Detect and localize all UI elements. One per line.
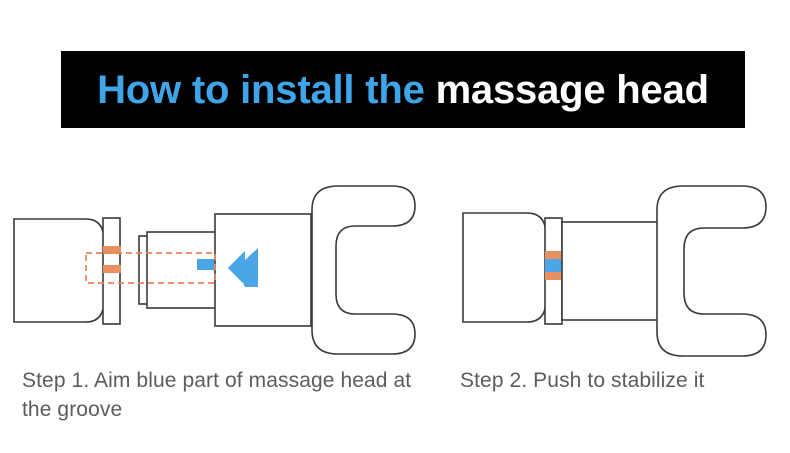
step1-orange-stripe-bottom: [103, 265, 121, 273]
step-2-caption: Step 2. Push to stabilize it: [460, 369, 705, 392]
title-part-white: massage head: [435, 67, 710, 112]
step1-fork-head: [311, 185, 416, 355]
step1-device-body: [13, 218, 105, 323]
title-banner: How to install the massage head: [61, 51, 745, 128]
step-1-caption: Step 1. Aim blue part of massage head at…: [22, 369, 412, 421]
step2-orange-stripe-top: [545, 251, 563, 259]
page-title: How to install the massage head: [97, 70, 709, 110]
installation-diagram: [13, 185, 767, 357]
step1-alignment-dashed-box: [85, 252, 216, 284]
diagram-area: [0, 160, 790, 360]
step2-head-shaft: [561, 221, 659, 321]
step-2-diagram: [462, 185, 767, 357]
step-1-diagram: [13, 185, 416, 355]
step2-device-body: [462, 212, 547, 323]
title-part-blue: How to install the: [97, 67, 436, 112]
step2-orange-stripe-bottom: [545, 272, 563, 280]
step1-orange-stripe-top: [103, 246, 121, 254]
step1-head-base: [214, 213, 312, 327]
step2-fork-head: [656, 185, 767, 357]
step1-left-arrow-body: [228, 248, 258, 287]
step1-blue-marker: [197, 259, 214, 270]
step2-blue-marker: [545, 259, 563, 272]
